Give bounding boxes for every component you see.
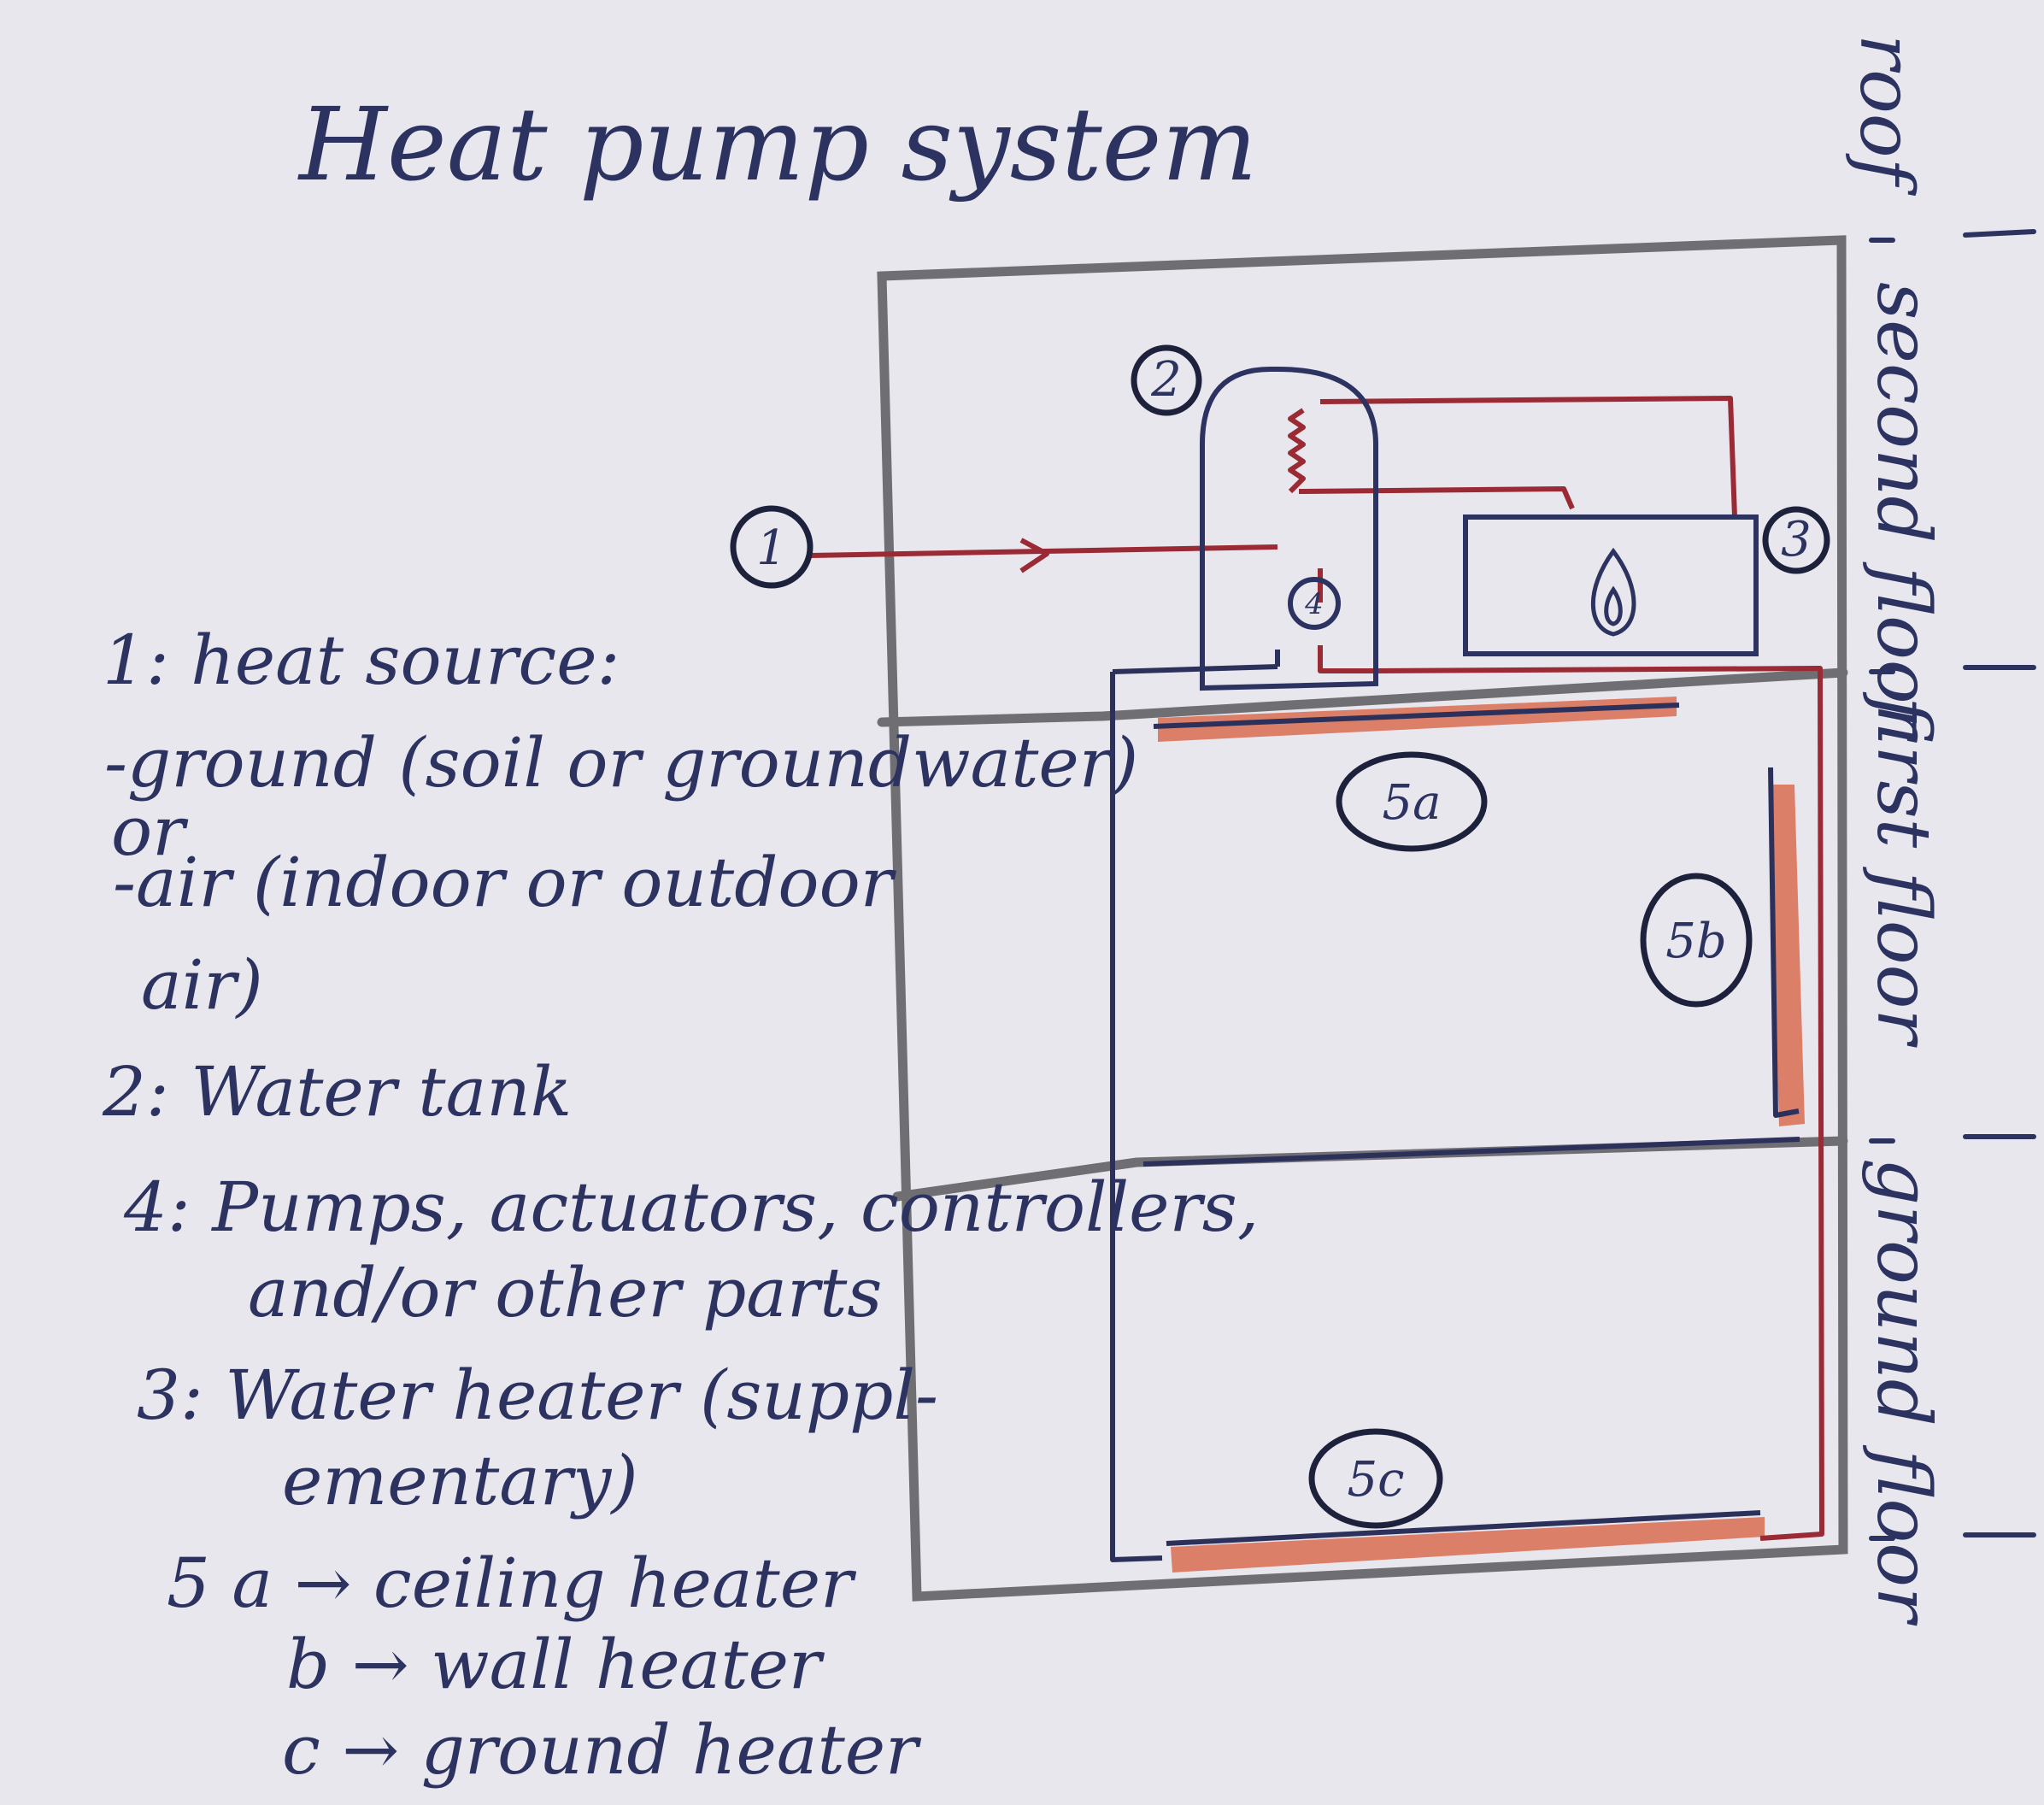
legend-line-7: 4: Pumps, actuators, controllers, — [123, 1167, 1259, 1247]
ground-heater-panel — [1171, 1517, 1765, 1573]
legend-line-6: 2: Water tank — [102, 1052, 572, 1132]
ceiling-heater-panel — [1158, 697, 1677, 742]
wall-heater-marker: 5b — [1640, 873, 1753, 1008]
water-tank-marker: 2 — [1131, 344, 1202, 416]
legend-line-4: -air (indoor or outdoor — [113, 843, 897, 922]
legend-line-12: b → wall heater — [286, 1625, 825, 1704]
legend-line-3: or — [111, 791, 189, 871]
legend-line-2: -ground (soil or groundwater) — [104, 723, 1138, 803]
floor-label-roof: roof — [1843, 34, 1929, 197]
svg-text:1: 1 — [756, 520, 787, 576]
svg-text:4: 4 — [1304, 587, 1324, 621]
legend-line-13: c → ground heater — [282, 1710, 922, 1790]
water-heater-marker: 3 — [1762, 506, 1830, 574]
svg-text:5a: 5a — [1382, 775, 1441, 831]
svg-text:3: 3 — [1781, 512, 1812, 567]
heat-source-marker: 1 — [730, 505, 813, 589]
svg-text:2: 2 — [1150, 352, 1182, 408]
floor-heater-marker: 5c — [1308, 1428, 1443, 1529]
floor-label-second: second floor — [1860, 282, 1946, 744]
svg-text:5c: 5c — [1348, 1452, 1405, 1508]
legend-line-9: 3: Water heater (suppl- — [137, 1355, 938, 1435]
floor-dividers — [1869, 229, 2036, 1541]
diagram-title: Heat pump system — [297, 85, 1257, 203]
legend-line-1: 1: heat source: — [103, 620, 620, 700]
heater-panels — [1158, 697, 1805, 1573]
wall-heater-panel — [1769, 785, 1805, 1126]
return-pipes — [1110, 650, 1800, 1562]
legend-line-8: and/or other parts — [248, 1253, 882, 1332]
legend-line-11: 5 a → ceiling heater — [167, 1543, 857, 1623]
legend-line-5: air) — [141, 945, 263, 1025]
legend: 1: heat source: -ground (soil or groundw… — [102, 620, 1259, 1790]
ceiling-heater-marker: 5a — [1336, 751, 1488, 852]
legend-line-10: ementary) — [282, 1441, 638, 1520]
flame-icon — [1590, 547, 1636, 637]
pump-marker: 4 — [1288, 577, 1341, 630]
water-tank — [1200, 366, 1378, 691]
svg-text:5b: 5b — [1665, 914, 1726, 969]
floor-label-first: first floor — [1860, 691, 1946, 1048]
supply-pipes — [809, 396, 1824, 1541]
floor-label-ground: ground floor — [1860, 1158, 1946, 1626]
water-heater-box — [1463, 514, 1759, 656]
